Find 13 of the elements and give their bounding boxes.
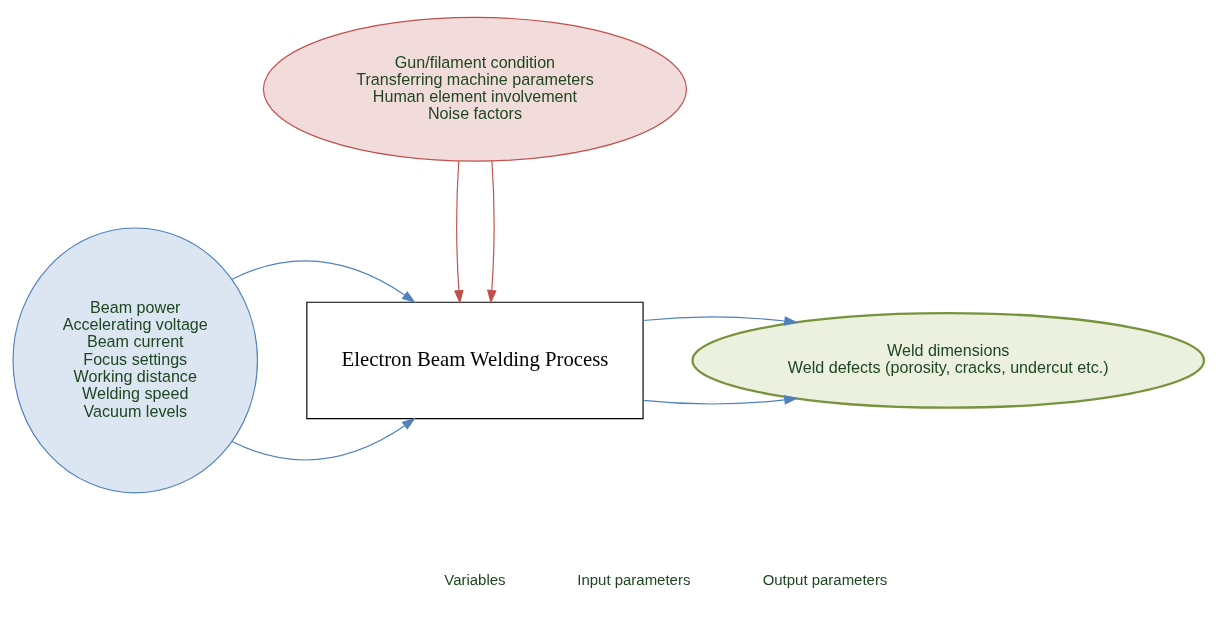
label: Output parameters [762,570,888,588]
node-box: Electron Beam Welding Process [306,301,644,420]
node-ellipse: Weld dimensions Weld defects (porosity, cracks, undercut etc.) [691,312,1206,409]
node-circle: Beam power Accelerating voltage Beam current Focus settings Working distance Welding speed Vacuum levels [12,227,259,494]
arrow [454,160,464,304]
arrow [231,417,416,461]
arrow [231,260,416,303]
label: Input parameters [577,570,691,588]
arrow [486,160,497,304]
node-ellipse: Gun/filament condition Transferring machine parameters Human element involvement Noise factors [262,16,688,162]
arrow [642,395,798,405]
label: Variables [444,570,506,588]
arrow [642,316,798,326]
